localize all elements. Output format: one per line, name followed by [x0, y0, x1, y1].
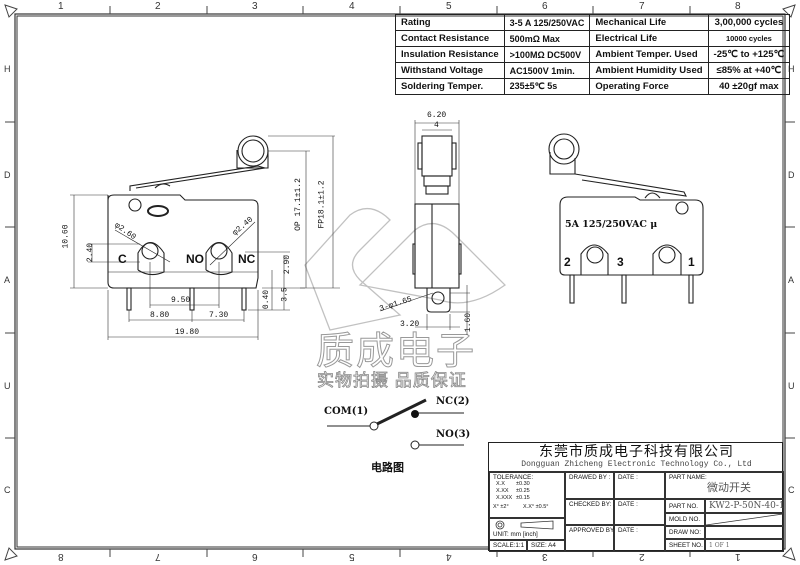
zone-label: 4: [349, 1, 355, 12]
tol-value: ±0.30: [516, 481, 530, 487]
draw-no-value: [705, 526, 784, 539]
safety-mark-icon: [128, 198, 142, 212]
tol-value: ±0.15: [516, 495, 530, 501]
company-name-en: Dongguan Zhicheng Electronic Technology …: [521, 460, 752, 469]
part-name-box: PART NAME: 微动开关: [665, 472, 784, 499]
spec-row: Insulation Resistance >100MΩ DC500V Ambi…: [395, 46, 791, 63]
watermark-subtitle: 实物拍摄 品质保证: [317, 371, 467, 391]
tolerance-box: TOLERANCE: X.X ±0.30 X.XX ±0.25 X.XXX±0.15…: [489, 472, 565, 518]
dim-pitch-no-nc: 7.30: [209, 311, 229, 320]
circuit-caption: 电路图: [371, 462, 404, 474]
spec-row: Soldering Temper. 235±5℃ 5s Operating Fo…: [395, 78, 791, 95]
switch-body: [107, 194, 259, 289]
zone-label: 2: [155, 1, 161, 12]
zone-label: U: [4, 381, 11, 391]
circuit-com-label: COM(1): [324, 406, 369, 417]
terminal-label-no: NO: [186, 252, 204, 266]
scale-label: SCALE:1:1: [489, 540, 527, 552]
part-no-label: PART NO.: [665, 499, 705, 513]
sheet-no-label: SHEET NO.: [665, 539, 705, 552]
mold-no-value: [705, 513, 784, 526]
tol-key: X.X: [496, 481, 505, 487]
zone-label: 1: [58, 1, 64, 12]
zone-label: A: [788, 275, 795, 285]
safety-mark-icon: [675, 201, 689, 215]
terminal-label-c: C: [118, 252, 127, 266]
dim-length: 19.80: [175, 328, 200, 337]
zone-label: 3: [252, 1, 258, 12]
zone-label: D: [788, 170, 795, 180]
draw-no-label: DRAW NO:: [665, 526, 705, 539]
sheet-no-value: 1 OF 1: [705, 539, 784, 552]
tol-key: X.XX: [496, 488, 509, 494]
spec-label: Operating Force: [589, 78, 709, 95]
corner-triangle-icon: [782, 547, 796, 561]
angle-tol-2: X.X° ±0.5°: [523, 504, 549, 510]
checked-by-label: CHECKED BY:: [565, 499, 614, 525]
part-no-value: KW2-P-50N-40-1: [705, 499, 785, 513]
zone-label: C: [788, 485, 795, 495]
zone-label: U: [788, 381, 795, 391]
spec-row: Contact Resistance 500mΩ Max Electrical …: [395, 30, 791, 47]
part-name-label: PART NAME:: [669, 474, 707, 481]
zone-label: C: [4, 485, 11, 495]
zone-label: 7: [639, 1, 645, 12]
zone-label: A: [4, 275, 11, 285]
dim-side-width: 6.20: [427, 111, 447, 120]
part-name-value: 微动开关: [707, 481, 751, 494]
zone-label: H: [4, 64, 11, 74]
angle-tol-1: X° ±2°: [493, 504, 509, 510]
brand-mark-icon: [147, 205, 169, 217]
frame-right-labels: H D A U C: [788, 0, 798, 565]
date-label: DATE :: [614, 472, 665, 499]
terminal-label-1: 1: [688, 255, 695, 269]
back-rating-text: 5A 125/250VAC μ: [565, 219, 658, 230]
spec-table: Rating 3-5 A 125/250VAC Mechanical Life …: [395, 14, 791, 95]
frame-left-labels: H D A U C: [4, 0, 14, 565]
corner-triangle-icon: [782, 4, 796, 18]
watermark-title: 质成电子: [315, 329, 477, 374]
dim-pitch-c-no: 8.80: [150, 311, 170, 320]
spec-value: 40 ±20gf max: [707, 78, 791, 95]
terminal-label-nc: NC: [238, 252, 256, 266]
drawed-by-label: DRAWED BY :: [565, 472, 614, 499]
dim-pin-width: 3.20: [400, 320, 420, 329]
date-label: DATE :: [614, 525, 665, 552]
size-label: SIZE: A4: [527, 540, 565, 552]
date-label: DATE :: [614, 499, 665, 525]
tol-value: ±0.25: [516, 488, 530, 494]
approved-by-label: APPROVED BY:: [565, 525, 616, 552]
spec-label: Soldering Temper.: [395, 78, 505, 95]
corner-triangle-icon: [4, 547, 18, 561]
terminal-label-3: 3: [617, 255, 624, 269]
spec-row: Withstand Voltage AC1500V 1min. Ambient …: [395, 62, 791, 79]
tolerance-label: TOLERANCE:: [493, 474, 534, 481]
corner-triangle-icon: [4, 4, 18, 18]
unit-label: UNIT: mm [inch]: [493, 531, 538, 538]
lever: [129, 165, 266, 191]
circuit-nc-label: NC(2): [436, 396, 470, 407]
tol-key: X.XXX: [496, 495, 513, 501]
zone-label: 5: [446, 1, 452, 12]
projection-box: UNIT: mm [inch]: [489, 518, 565, 540]
zone-label: 6: [542, 1, 548, 12]
projection-symbol-icon: [495, 520, 554, 530]
zone-label: D: [4, 170, 11, 180]
circuit-no-label: NO(3): [436, 429, 471, 440]
zone-label: H: [788, 64, 795, 74]
company-name-cn: 东莞市质成电子科技有限公司: [539, 444, 734, 460]
mold-no-label: MOLD NO.: [665, 513, 705, 526]
frame-top-labels: 1 2 3 4 5 6 7 8: [0, 1, 800, 13]
terminal-label-2: 2: [564, 255, 571, 269]
title-block: 东莞市质成电子科技有限公司 Dongguan Zhicheng Electron…: [488, 442, 785, 552]
zone-label: 8: [735, 1, 741, 12]
dim-roller-width: 4: [434, 121, 439, 130]
dim-pitch-c-nc: 9.50: [171, 296, 191, 305]
